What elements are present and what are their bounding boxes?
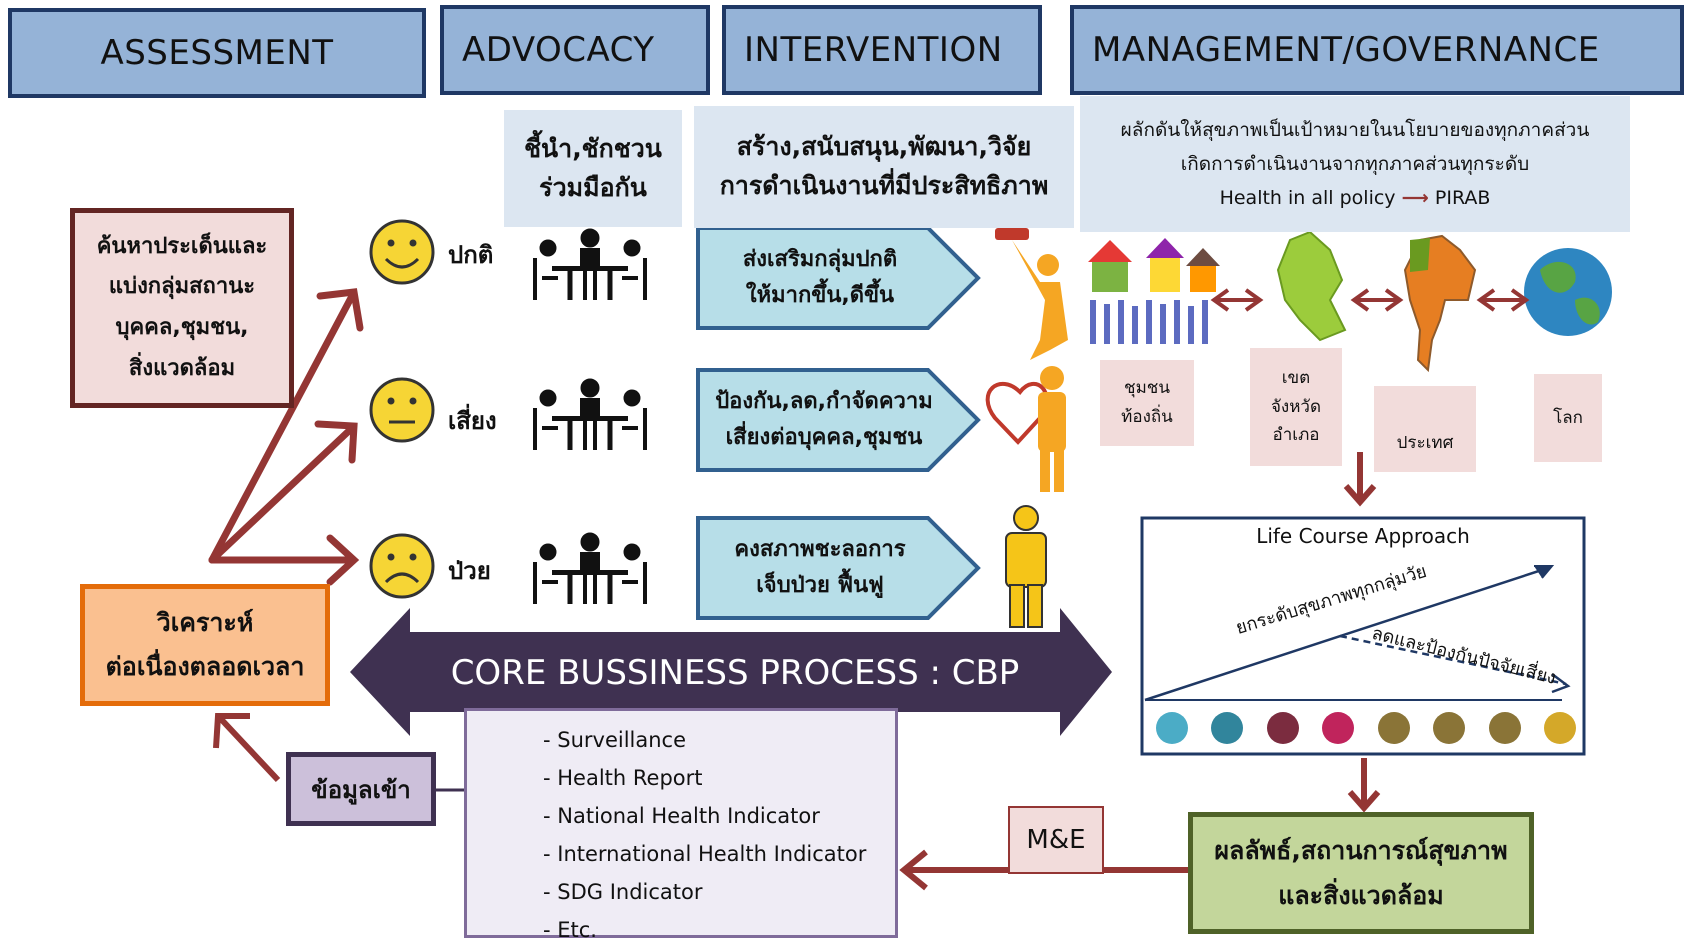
intervention-risk-line2: เสี่ยงต่อบุคคล,ชุมชน [725,425,923,450]
group-label-sick: ป่วย [448,556,491,585]
intervention-desc-line2: การดำเนินงานที่มีประสิทธิภาพ [719,171,1049,200]
header-assessment-label: ASSESSMENT [100,33,334,73]
level-community-line2: ท้องถิ่น [1121,407,1173,427]
header-management-label: MANAGEMENT/GOVERNANCE [1092,30,1600,70]
age-group-icon [1377,712,1410,744]
life-course-title: Life Course Approach [1256,524,1470,548]
assessment-line4: สิ่งแวดล้อม [128,355,236,381]
globe-icon [1524,248,1612,336]
sad-face-icon [369,533,435,599]
intervention-sick: คงสภาพชะลอการ เจ็บป่วย ฟื้นฟู [700,522,940,614]
level-province-line2: จังหวัด [1270,396,1322,417]
core-process-label: CORE BUSSINESS PROCESS : CBP [450,653,1020,693]
advocacy-desc-line2: ร่วมมือกัน [539,172,647,202]
core-process-arrow [350,608,1112,736]
health-in-all-policy: Health in all policy [1219,187,1396,210]
header-advocacy: ADVOCACY [440,5,710,95]
level-community: ชุมชน ท้องถิ่น [1100,360,1194,446]
group-label-risk: เสี่ยง [448,406,497,435]
level-link-arrows [1210,288,1530,312]
intervention-normal-line1: ส่งเสริมกลุ่มปกติ [742,246,898,272]
intervention-desc-line1: สร้าง,สนับสนุน,พัฒนา,วิจัย [736,132,1032,162]
age-group-icon [1433,712,1466,744]
arrow-right-icon: ⟶ [1401,187,1429,210]
intervention-sick-line2: เจ็บป่วย ฟื้นฟู [756,573,884,598]
age-group-icon [1156,712,1188,744]
header-advocacy-label: ADVOCACY [462,30,655,70]
person-standing-icon [1005,505,1047,628]
header-assessment: ASSESSMENT [8,8,426,98]
meeting-icon [533,532,647,604]
fan-arrows [208,288,364,586]
header-intervention: INTERVENTION [722,5,1042,95]
age-group-icon [1322,712,1355,744]
level-community-line1: ชุมชน [1124,378,1170,399]
outcome-line1: ผลลัพธ์,สถานการณ์สุขภาพ [1214,836,1508,865]
level-province-line3: อำเภอ [1272,425,1320,446]
advocacy-desc-line1: ชี้นำ,ชักชวน [524,133,662,163]
group-label-normal: ปกติ [448,240,494,269]
analysis-line2: ต่อเนื่องตลอดเวลา [105,652,305,681]
person-heart-icon [985,366,1066,492]
down-arrow-life-course [1343,452,1377,507]
analysis-line1: วิเคราะห์ [156,608,254,638]
intervention-chevrons [696,226,981,620]
intervention-normal-line2: ให้มากขึ้น,ดีขึ้น [745,283,895,308]
me-label: M&E [1008,806,1104,874]
analysis-box: วิเคราะห์ ต่อเนื่องตลอดเวลา [80,584,330,706]
level-province-line1: เขต [1281,367,1311,388]
advocacy-description: ชี้นำ,ชักชวน ร่วมมือกัน [504,110,682,227]
level-province: เขต จังหวัด อำเภอ [1250,348,1342,466]
assessment-line3: บุคคล,ชุมชน, [115,315,249,340]
assessment-line2: แบ่งกลุ่มสถานะ [108,274,256,300]
age-group-icon [1266,712,1299,744]
data-source-item: - International Health Indicator [543,842,867,866]
outcome-box: ผลลัพธ์,สถานการณ์สุขภาพ และสิ่งแวดล้อม [1188,812,1534,934]
assessment-box: ค้นหาประเด็นและ แบ่งกลุ่มสถานะ บุคคล,ชุม… [70,208,294,408]
header-intervention-label: INTERVENTION [744,30,1003,70]
down-arrow-outcome [1347,758,1381,813]
meeting-icon [533,378,647,450]
data-sources-list: - Surveillance - Health Report - Nationa… [543,721,895,949]
outcome-line2: และสิ่งแวดล้อม [1278,881,1444,910]
data-source-item: - Surveillance [543,728,687,752]
age-group-icon [1543,712,1576,744]
data-source-item: - Etc. [543,918,597,942]
data-source-item: - Health Report [543,766,703,790]
data-source-item: - SDG Indicator [543,880,703,904]
thailand-map-icon [1403,234,1477,373]
input-box: ข้อมูลเข้า [286,752,436,826]
data-sources-box: - Surveillance - Health Report - Nationa… [464,708,898,942]
intervention-risk: ป้องกัน,ลด,กำจัดความ เสี่ยงต่อบุคคล,ชุมช… [700,374,948,466]
intervention-sick-line1: คงสภาพชะลอการ [734,536,906,562]
province-map-icon [1276,230,1347,342]
community-icon [1088,238,1220,344]
assessment-line1: ค้นหาประเด็นและ [96,233,268,259]
level-country: ประเทศ [1374,386,1476,472]
level-world: โลก [1534,374,1602,462]
management-desc-line2: เกิดการดำเนินงานจากทุกภาคส่วนทุกระดับ [1180,152,1530,175]
intervention-normal: ส่งเสริมกลุ่มปกติ ให้มากขึ้น,ดีขึ้น [700,232,940,324]
person-lifting-icon [995,228,1068,360]
age-group-icon [1211,712,1244,744]
management-desc-line3: Health in all policy ⟶ PIRAB [1220,181,1491,215]
happy-face-icon [369,219,435,285]
intervention-description: สร้าง,สนับสนุน,พัฒนา,วิจัย การดำเนินงานท… [694,106,1074,228]
age-group-icon [1488,712,1521,744]
management-desc-line1: ผลักดันให้สุขภาพเป็นเป้าหมายในนโยบายของท… [1120,118,1590,141]
pirab: PIRAB [1434,187,1491,210]
life-course-icons [1156,712,1576,746]
neutral-face-icon [369,377,435,443]
management-description: ผลักดันให้สุขภาพเป็นเป้าหมายในนโยบายของท… [1080,96,1630,232]
data-source-item: - National Health Indicator [543,804,820,828]
analysis-up-arrow [213,713,281,783]
header-management: MANAGEMENT/GOVERNANCE [1070,5,1684,95]
meeting-icon [533,228,647,300]
intervention-risk-line1: ป้องกัน,ลด,กำจัดความ [715,388,933,414]
